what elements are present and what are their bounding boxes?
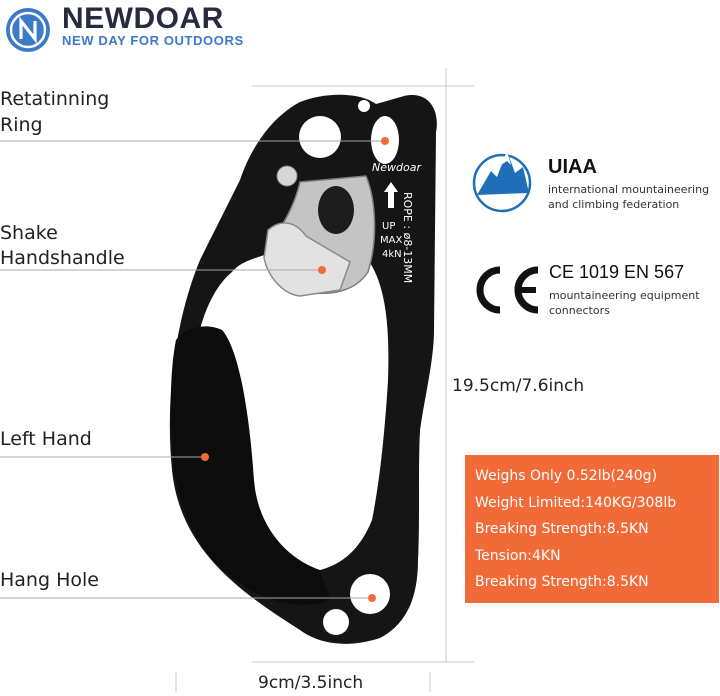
callout-dot-hole	[368, 594, 376, 602]
device-max-mark: MAX	[380, 235, 402, 246]
uiaa-line2: and climbing federation	[548, 198, 680, 211]
retaining-ring-hole	[299, 116, 341, 158]
callout-shake-line1: Shake	[0, 222, 58, 244]
ce-line2: connectors	[549, 304, 610, 317]
brand-logo-glyph	[9, 11, 47, 49]
ce-line1: mountaineering equipment	[549, 289, 700, 302]
cam-window	[318, 186, 354, 234]
callout-left-hand: Left Hand	[0, 428, 92, 450]
callout-dot-hand	[201, 453, 209, 461]
callout-shake-line2: Handshandle	[0, 247, 125, 269]
spec-breaking-strength-2: Breaking Strength:8.5KN	[475, 574, 649, 590]
brand-name: NEWDOAR	[62, 2, 224, 35]
width-dimension: 9cm/3.5inch	[258, 673, 364, 693]
device-up-mark: UP	[382, 221, 395, 232]
callout-ring-line1: Retatinning	[0, 88, 110, 110]
spec-tension: Tension:4KN	[475, 547, 561, 564]
small-bottom-hole	[323, 609, 349, 635]
device-force-mark: 4kN	[382, 249, 402, 260]
small-top-hole	[358, 100, 370, 112]
grip-pad	[170, 326, 330, 605]
hang-hole	[350, 574, 390, 614]
up-arrow-icon	[384, 182, 398, 208]
spec-weight-limit: Weight Limited:140KG/308lb	[475, 494, 677, 511]
spec-breaking-strength: Breaking Strength:8.5KN	[475, 521, 649, 537]
callout-dot-shake	[318, 266, 326, 274]
shake-handle	[263, 222, 351, 297]
callout-dot-ring	[381, 137, 389, 145]
device-brand-mark: Newdoar	[372, 161, 422, 174]
ce-title: CE 1019 EN 567	[549, 262, 685, 282]
uiaa-line1: international mountaineering	[548, 183, 710, 196]
spec-weight: Weighs Only 0.52lb(240g)	[475, 468, 658, 484]
callout-hang-hole: Hang Hole	[0, 569, 99, 591]
uiaa-title: UIAA	[548, 156, 597, 178]
spec-panel: Weighs Only 0.52lb(240g) Weight Limited:…	[465, 455, 719, 603]
brand-tagline: NEW DAY FOR OUTDOORS	[62, 33, 244, 48]
device-rope-mark: ROPE : ø8-13MM	[401, 192, 414, 283]
height-dimension: 19.5cm/7.6inch	[452, 376, 585, 396]
uiaa-mountain-icon	[472, 151, 532, 213]
callout-ring-line2: Ring	[0, 114, 43, 136]
rivet	[276, 165, 298, 187]
brand-logo-icon	[6, 8, 50, 52]
ce-mark-icon	[476, 266, 539, 314]
